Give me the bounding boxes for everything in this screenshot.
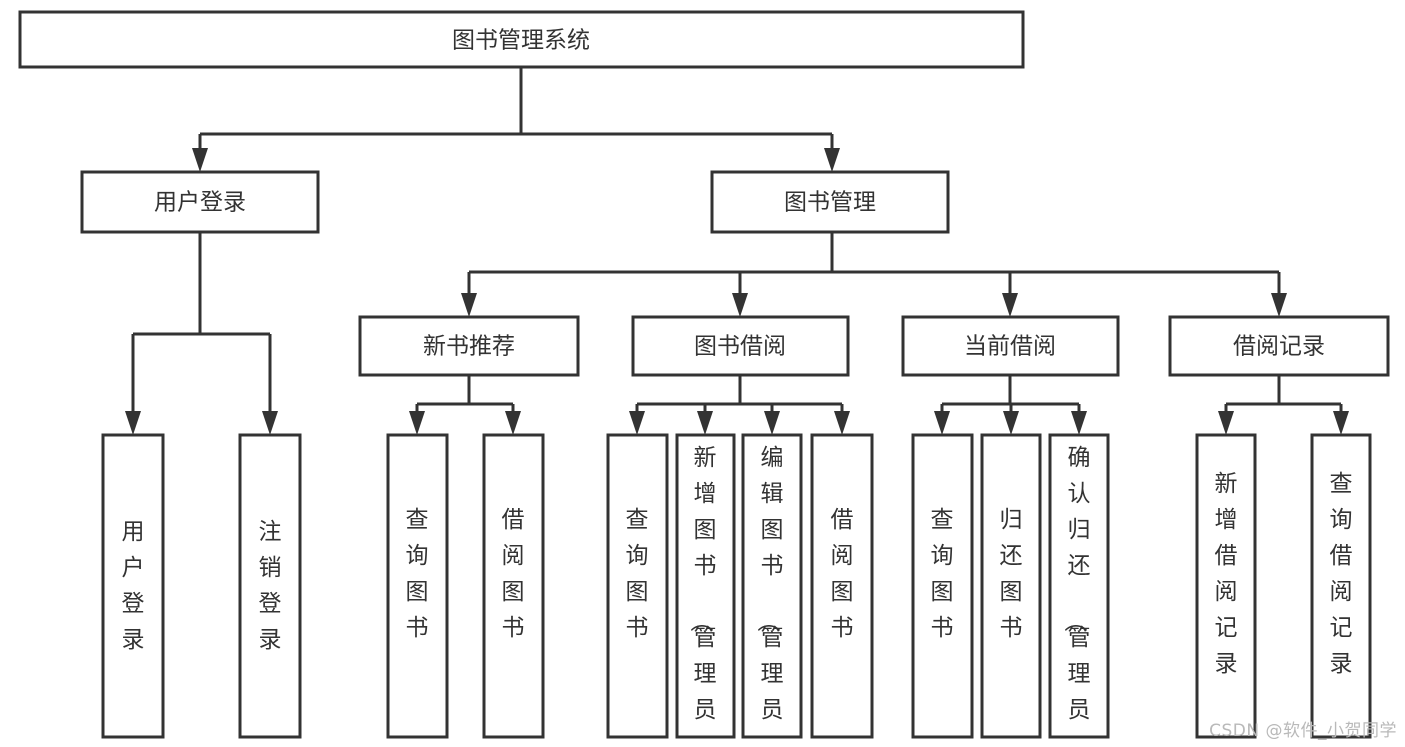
node-borrow-record-box[interactable] bbox=[1168, 315, 1390, 377]
node-book-management-label: 图书管理 bbox=[784, 190, 876, 216]
arrowhead-root-to-user-login bbox=[192, 148, 208, 172]
arrowhead-user-login-leaf-2 bbox=[262, 411, 278, 435]
leaf-confirm-return-admin-label: 确认归还（管理员） bbox=[1062, 445, 1091, 747]
leaf-logout-label: 注销登录 bbox=[259, 519, 282, 653]
leaf-query-book-current-box[interactable] bbox=[911, 433, 974, 739]
arrowhead-to-new-book-rec bbox=[461, 293, 477, 317]
leaf-user-login-label: 用户登录 bbox=[122, 519, 145, 653]
node-new-book-recommend-label: 新书推荐 bbox=[423, 334, 515, 360]
node-borrow-record[interactable]: 借阅记录 bbox=[1168, 315, 1390, 377]
node-book-management-box[interactable] bbox=[710, 170, 950, 234]
arrowhead-current-borrow-leaf-2 bbox=[1003, 411, 1019, 435]
node-book-borrow[interactable]: 图书借阅 bbox=[631, 315, 850, 377]
leaf-edit-book-admin-label: 编辑图书（管理员） bbox=[755, 445, 784, 747]
leaf-borrow-book-label: 借阅图书 bbox=[831, 507, 854, 641]
leaf-edit-book-admin-box[interactable] bbox=[741, 433, 803, 739]
leaf-query-book-current-label: 查询图书 bbox=[931, 507, 954, 641]
arrowhead-current-borrow-leaf-3 bbox=[1071, 411, 1087, 435]
node-root-label: 图书管理系统 bbox=[452, 28, 590, 54]
leaf-query-borrow-record-label: 查询借阅记录 bbox=[1330, 471, 1353, 677]
leaf-borrow-book-rec-box[interactable] bbox=[482, 433, 545, 739]
connector-layer bbox=[125, 67, 1349, 435]
arrowhead-borrow-record-leaf-1 bbox=[1218, 411, 1234, 435]
leaf-query-borrow-record-box[interactable] bbox=[1310, 433, 1372, 739]
node-current-borrow-label: 当前借阅 bbox=[964, 334, 1056, 360]
leaf-user-login[interactable]: 用户登录 bbox=[101, 433, 165, 739]
leaf-query-book-borrow-box[interactable] bbox=[606, 433, 669, 739]
node-user-login[interactable]: 用户登录 bbox=[80, 170, 320, 234]
leaf-borrow-book-rec-label: 借阅图书 bbox=[502, 507, 525, 641]
node-root[interactable]: 图书管理系统 bbox=[18, 10, 1025, 69]
leaf-add-borrow-record-label: 新增借阅记录 bbox=[1215, 471, 1238, 677]
leaf-borrow-book-box[interactable] bbox=[810, 433, 874, 739]
arrowhead-to-borrow-record bbox=[1271, 293, 1287, 317]
node-new-book-recommend[interactable]: 新书推荐 bbox=[358, 315, 580, 377]
arrowhead-book-borrow-leaf-1 bbox=[629, 411, 645, 435]
leaf-borrow-book[interactable]: 借阅图书 bbox=[810, 433, 874, 739]
arrowhead-new-book-rec-leaf-1 bbox=[409, 411, 425, 435]
arrowhead-borrow-record-leaf-2 bbox=[1333, 411, 1349, 435]
leaf-add-book-admin-box[interactable] bbox=[675, 433, 736, 739]
node-new-book-recommend-box[interactable] bbox=[358, 315, 580, 377]
node-borrow-record-label: 借阅记录 bbox=[1233, 334, 1325, 360]
leaf-return-book-label: 归还图书 bbox=[1000, 507, 1023, 641]
leaf-query-borrow-record[interactable]: 查询借阅记录 bbox=[1310, 433, 1372, 739]
arrowhead-user-login-leaf-1 bbox=[125, 411, 141, 435]
node-user-login-label: 用户登录 bbox=[154, 190, 246, 216]
leaf-add-borrow-record-box[interactable] bbox=[1195, 433, 1257, 739]
arrowhead-book-borrow-leaf-3 bbox=[764, 411, 780, 435]
leaf-edit-book-admin[interactable]: 编辑图书（管理员） bbox=[741, 433, 803, 747]
arrowhead-to-current-borrow bbox=[1002, 293, 1018, 317]
leaf-user-login-box[interactable] bbox=[101, 433, 165, 739]
leaf-add-book-admin[interactable]: 新增图书（管理员） bbox=[675, 433, 736, 747]
leaf-query-book-rec-box[interactable] bbox=[386, 433, 449, 739]
leaf-query-book-borrow[interactable]: 查询图书 bbox=[606, 433, 669, 739]
arrowhead-to-book-borrow bbox=[732, 293, 748, 317]
node-book-borrow-box[interactable] bbox=[631, 315, 850, 377]
leaf-add-book-admin-label: 新增图书（管理员） bbox=[688, 445, 717, 747]
arrowhead-book-borrow-leaf-2 bbox=[697, 411, 713, 435]
arrowhead-new-book-rec-leaf-2 bbox=[505, 411, 521, 435]
arrowhead-book-borrow-leaf-4 bbox=[834, 411, 850, 435]
node-book-borrow-label: 图书借阅 bbox=[694, 334, 786, 360]
node-book-management[interactable]: 图书管理 bbox=[710, 170, 950, 234]
leaf-query-book-borrow-label: 查询图书 bbox=[626, 507, 649, 641]
node-user-login-box[interactable] bbox=[80, 170, 320, 234]
leaf-logout-box[interactable] bbox=[238, 433, 302, 739]
leaf-query-book-rec-label: 查询图书 bbox=[406, 507, 429, 641]
leaf-logout[interactable]: 注销登录 bbox=[238, 433, 302, 739]
leaf-borrow-book-rec[interactable]: 借阅图书 bbox=[482, 433, 545, 739]
node-current-borrow-box[interactable] bbox=[901, 315, 1120, 377]
leaf-confirm-return-admin[interactable]: 确认归还（管理员） bbox=[1048, 433, 1110, 747]
leaf-return-book-box[interactable] bbox=[980, 433, 1042, 739]
node-current-borrow[interactable]: 当前借阅 bbox=[901, 315, 1120, 377]
csdn-watermark: CSDN @软件_小贺同学 bbox=[1209, 721, 1397, 741]
leaf-query-book-current[interactable]: 查询图书 bbox=[911, 433, 974, 739]
leaf-query-book-rec[interactable]: 查询图书 bbox=[386, 433, 449, 739]
node-root-box[interactable] bbox=[18, 10, 1025, 69]
leaf-add-borrow-record[interactable]: 新增借阅记录 bbox=[1195, 433, 1257, 739]
leaf-return-book[interactable]: 归还图书 bbox=[980, 433, 1042, 739]
leaf-confirm-return-admin-box[interactable] bbox=[1048, 433, 1110, 739]
arrowhead-current-borrow-leaf-1 bbox=[934, 411, 950, 435]
arrowhead-root-to-book-mgmt bbox=[824, 148, 840, 172]
